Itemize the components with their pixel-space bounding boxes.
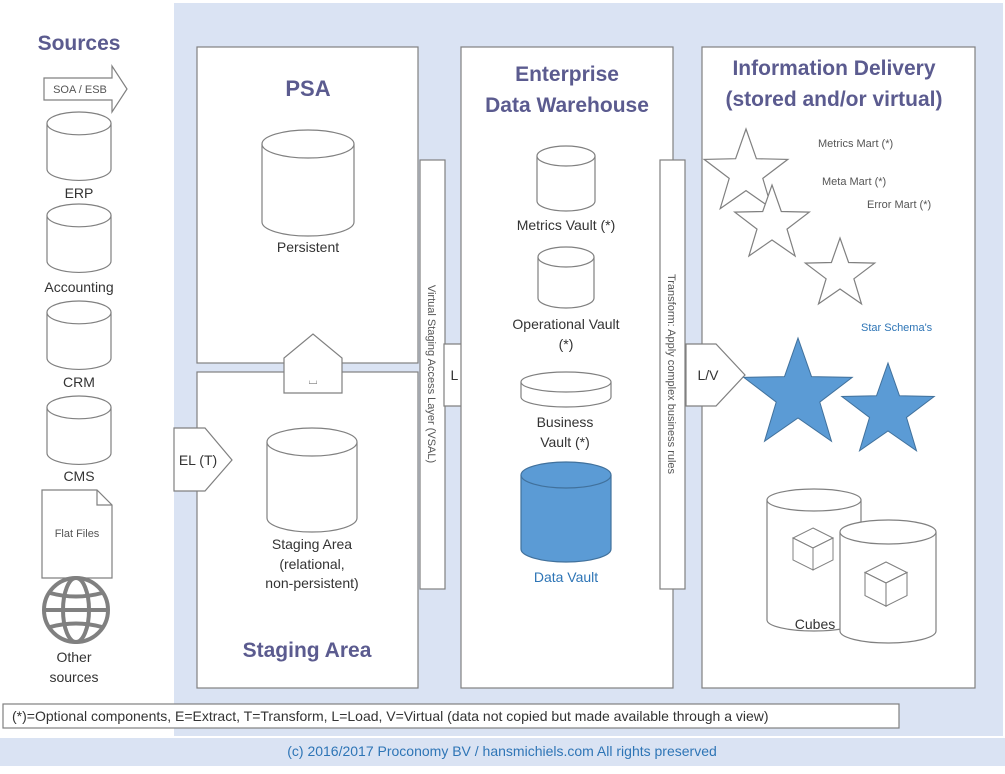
operational-vault-label-2: (*): [559, 336, 574, 352]
copyright-footer: (c) 2016/2017 Proconomy BV / hansmichiel…: [287, 743, 717, 759]
database-icon: [261, 129, 355, 237]
el-arrow-label: EL (T): [179, 452, 217, 468]
edw-title-1: Enterprise: [515, 63, 619, 86]
data-vault-cylinder: [520, 461, 612, 563]
star-schemas-label: Star Schema's: [861, 322, 933, 334]
transform-label: Transform: Apply complex business rules: [665, 274, 677, 475]
upload-symbol: ⌴: [309, 375, 318, 387]
staging-area-label-1: Staging Area: [272, 536, 352, 552]
vsal-bar: [419, 159, 446, 590]
star-icon: [803, 236, 877, 306]
database-icon: [46, 300, 112, 370]
star-icon: [840, 361, 936, 453]
other-sources-label-2: sources: [49, 669, 98, 685]
lv-arrow-label: L/V: [697, 367, 719, 383]
star-icon: [732, 183, 812, 258]
document-icon: [41, 489, 113, 579]
database-icon: [536, 145, 596, 212]
cubes-label: Cubes: [795, 616, 835, 632]
other-sources-label-1: Other: [56, 649, 91, 665]
operational-vault-label-1: Operational Vault: [512, 316, 619, 332]
business-vault-label-2: Vault (*): [540, 434, 590, 450]
source-cms-label: CMS: [63, 468, 94, 484]
edw-title-2: Data Warehouse: [485, 94, 649, 117]
data-vault-label: Data Vault: [534, 569, 598, 585]
source-erp-label: ERP: [65, 185, 94, 201]
globe-icon: [42, 576, 110, 644]
staging-area-label-2: (relational,: [279, 556, 344, 572]
soa-esb-label: SOA / ESB: [53, 84, 107, 96]
edw-box: [460, 46, 674, 689]
database-icon: [46, 111, 112, 182]
database-icon: [46, 203, 112, 273]
source-accounting-label: Accounting: [44, 279, 113, 295]
business-vault-label-1: Business: [537, 414, 594, 430]
database-icon: [266, 427, 358, 533]
cube-database-icon: [839, 519, 937, 644]
footer-band: [0, 738, 1005, 766]
delivery-title-2: (stored and/or virtual): [725, 88, 942, 111]
legend-box: [2, 703, 900, 729]
upload-arrow: ⌴: [283, 333, 343, 394]
el-arrow: EL (T): [173, 427, 233, 492]
database-icon: [537, 246, 595, 309]
vsal-label: Virtual Staging Access Layer (VSAL): [425, 285, 437, 463]
persistent-label: Persistent: [277, 239, 339, 255]
meta-mart-label: Meta Mart (*): [822, 176, 886, 188]
star-icon: [742, 336, 854, 443]
sources-title: Sources: [38, 32, 121, 55]
database-icon: [520, 371, 612, 408]
lv-arrow: L/V: [685, 343, 746, 407]
metrics-vault-label: Metrics Vault (*): [517, 217, 616, 233]
source-crm-label: CRM: [63, 374, 95, 390]
soa-esb-arrow: SOA / ESB: [43, 63, 128, 115]
legend-text: (*)=Optional components, E=Extract, T=Tr…: [12, 708, 769, 724]
flat-files-label: Flat Files: [55, 528, 100, 540]
cube-database-icon: [766, 488, 862, 632]
transform-bar: [659, 159, 686, 590]
error-mart-label: Error Mart (*): [867, 199, 931, 211]
staging-area-label-3: non-persistent): [265, 575, 358, 591]
database-icon: [46, 395, 112, 465]
psa-title: PSA: [285, 76, 330, 101]
delivery-title-1: Information Delivery: [732, 57, 935, 80]
metrics-mart-label: Metrics Mart (*): [818, 138, 893, 150]
star-icon: [702, 127, 790, 211]
staging-area-title: Staging Area: [243, 639, 372, 662]
